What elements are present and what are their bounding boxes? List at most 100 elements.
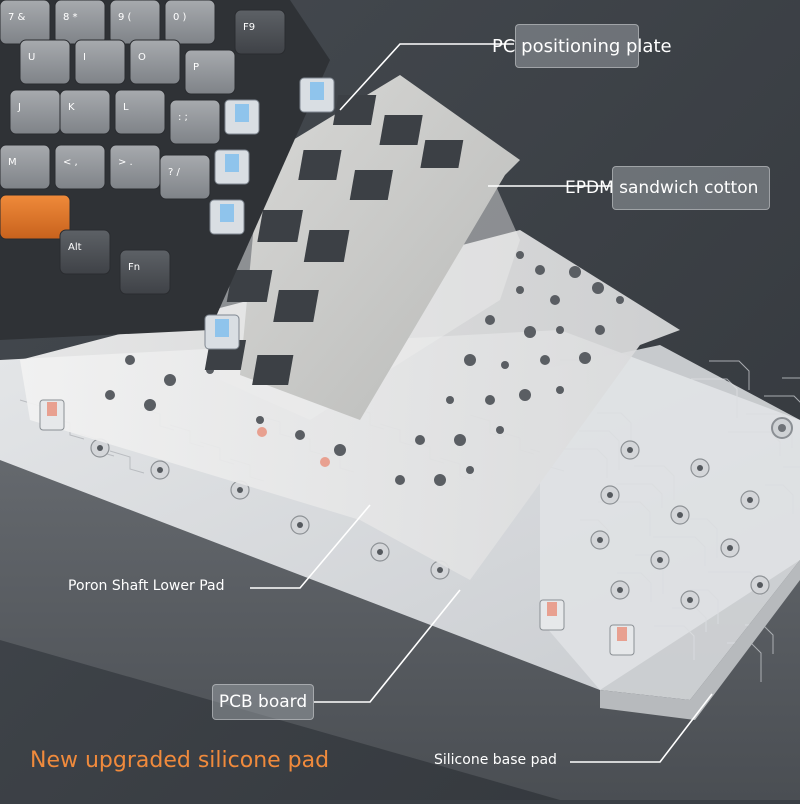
poron-hole: [616, 296, 624, 304]
poron-hole: [164, 374, 176, 386]
keycap: [54, 144, 106, 190]
keycap-legend: < ,: [63, 157, 78, 168]
keycap: [59, 89, 111, 135]
pink-switch-stem: [47, 402, 57, 416]
leader-lines: [250, 43, 713, 763]
keycap-legend: F9: [243, 22, 255, 33]
keycap: [119, 249, 171, 295]
poron-hole: [466, 466, 474, 474]
pc-plate-cutout: [226, 270, 273, 302]
label-epdm-text: EPDM sandwich cotton: [565, 178, 759, 198]
keycap-legend: 7 &: [8, 12, 26, 23]
silicone-pad-edge: [600, 560, 800, 720]
keycap-legend: P: [193, 62, 199, 73]
keycap-legend: O: [138, 52, 146, 63]
poron-hole: [334, 444, 346, 456]
keycap-legend: > .: [118, 157, 133, 168]
keycap-legend: : ;: [178, 112, 188, 123]
poron-hole: [485, 315, 495, 325]
pink-switch-stem: [617, 627, 627, 641]
keycap: [19, 39, 71, 85]
keycap: [59, 229, 111, 275]
label-pc-positioning-plate: PC positioning plate: [492, 24, 672, 68]
poron-hole: [144, 399, 156, 411]
blue-switch-stem: [235, 104, 249, 122]
keycap: [74, 39, 126, 85]
keycap-legend: Alt: [68, 242, 82, 253]
pc-plate-cutout: [298, 150, 342, 180]
pc-plate-cutout: [420, 140, 464, 168]
leader-poron: [250, 504, 371, 589]
pc-plate-cutout: [349, 170, 394, 200]
label-pcb-text: PCB board: [218, 692, 308, 712]
pc-plate-cutout: [303, 230, 350, 262]
poron-hole: [592, 282, 604, 294]
poron-hole: [434, 474, 446, 486]
poron-hole: [395, 475, 405, 485]
pink-switch-marker: [320, 457, 330, 467]
pcb-switch-sockets: [90, 438, 770, 610]
keycap: [234, 9, 286, 55]
caption-silicone-pad: New upgraded silicone pad: [30, 748, 330, 773]
leader-pcb: [314, 589, 461, 703]
label-poron-text: Poron Shaft Lower Pad: [68, 578, 225, 594]
label-pcb-board: PCB board: [212, 684, 314, 720]
poron-hole: [105, 390, 115, 400]
keycap-legend: K: [68, 102, 75, 113]
poron-hole: [519, 389, 531, 401]
blue-switch-stem: [310, 82, 324, 100]
poron-hole: [516, 286, 524, 294]
keycap-legend: J: [17, 102, 21, 113]
label-epdm-sandwich-cotton: EPDM sandwich cotton: [565, 166, 770, 210]
poron-hole: [569, 266, 581, 278]
keycap: [164, 0, 216, 45]
keycap: [129, 39, 181, 85]
poron-hole: [464, 354, 476, 366]
pc-plate-cutout: [257, 210, 303, 242]
poron-hole: [295, 430, 305, 440]
poron-hole: [501, 361, 509, 369]
blue-switch-stem: [215, 319, 229, 337]
keycap-legend: I: [83, 52, 86, 63]
poron-hole: [446, 396, 454, 404]
label-pc-positioning-plate-text: PC positioning plate: [492, 35, 672, 57]
poron-hole: [556, 326, 564, 334]
keycap-legend: 8 *: [63, 12, 78, 23]
keycap: [184, 49, 236, 95]
label-silicone-base-pad: Silicone base pad: [434, 752, 557, 768]
poron-hole: [485, 395, 495, 405]
pink-switch-stem: [547, 602, 557, 616]
poron-hole: [415, 435, 425, 445]
poron-hole: [540, 355, 550, 365]
poron-hole: [125, 355, 135, 365]
keycap-legend: U: [28, 52, 35, 63]
keycap-legend: Fn: [128, 262, 140, 273]
keycap-legend: ? /: [168, 167, 180, 178]
pc-plate-cutouts: [204, 95, 464, 385]
poron-hole: [535, 265, 545, 275]
poron-pad-holes: [105, 251, 624, 486]
keycap: [0, 194, 71, 240]
pink-switch-marker: [257, 427, 267, 437]
label-silicone-text: Silicone base pad: [434, 752, 557, 768]
keycap: [159, 154, 211, 200]
poron-hole: [516, 251, 524, 259]
poron-hole: [454, 434, 466, 446]
blue-switch-stem: [220, 204, 234, 222]
blue-switch-stem: [225, 154, 239, 172]
pc-plate-cutout: [252, 355, 294, 385]
poron-hole: [595, 325, 605, 335]
poron-hole: [524, 326, 536, 338]
keycap-legend: L: [123, 102, 129, 113]
poron-hole: [256, 416, 264, 424]
keycap: [169, 99, 221, 145]
pc-plate-cutout: [273, 290, 319, 322]
poron-hole: [550, 295, 560, 305]
keycap: [114, 89, 166, 135]
keycap: [0, 144, 51, 190]
keycap-legend: 0 ): [173, 12, 187, 23]
poron-hole: [556, 386, 564, 394]
leader-pc-plate: [339, 43, 514, 111]
